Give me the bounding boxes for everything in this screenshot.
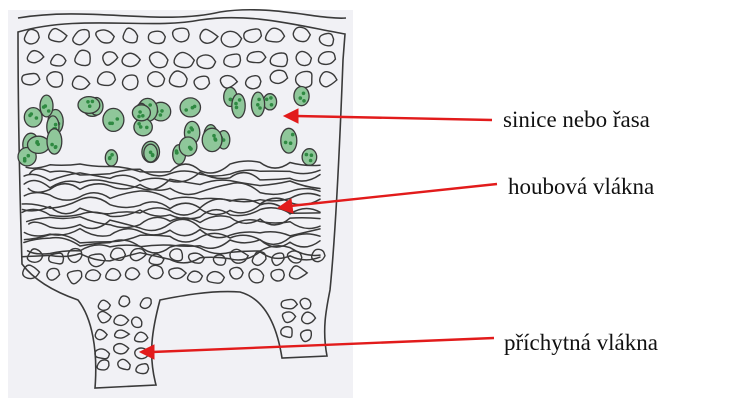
algal-cell-dot	[159, 113, 163, 117]
algal-cell-dot	[284, 141, 288, 145]
algal-cell-dot	[160, 109, 164, 113]
algal-cell-dot	[116, 117, 120, 121]
algal-cell	[294, 87, 309, 106]
algal-cell-dot	[310, 153, 314, 157]
algal-cell-dot	[184, 108, 188, 112]
algal-cell-dot	[88, 104, 92, 108]
algal-cell-dot	[28, 114, 32, 118]
algal-cell-dot	[54, 145, 58, 149]
label-rhizines: příchytná vlákna	[504, 331, 658, 354]
algal-cell-dot	[265, 98, 269, 102]
algal-cell-dot	[86, 100, 90, 104]
algal-cell-dot	[234, 102, 238, 106]
algal-cell-dot	[23, 157, 27, 161]
algal-cell-dot	[47, 109, 51, 113]
algal-cell-dot	[302, 92, 306, 96]
algal-cell-dot	[269, 96, 273, 100]
algal-cell-dot	[110, 153, 114, 157]
algal-cell-dot	[27, 154, 31, 158]
algal-cell-dot	[138, 110, 142, 114]
algal-cell-dot	[137, 122, 141, 126]
algal-cell-dot	[42, 105, 46, 109]
algal-cell-dot	[193, 105, 197, 109]
algal-cell-dot	[289, 141, 293, 145]
algal-cell-dot	[187, 130, 191, 134]
algal-cell	[302, 149, 317, 166]
algal-cell-dot	[188, 146, 192, 150]
algal-cell-dot	[175, 151, 179, 155]
algal-cell	[47, 129, 62, 154]
algal-cell-dot	[270, 103, 274, 107]
algal-cell	[179, 137, 197, 156]
algal-cell-dot	[238, 98, 242, 102]
algal-cell-dot	[258, 106, 262, 110]
algal-cell-dot	[151, 153, 155, 157]
algal-cell-dot	[213, 137, 217, 141]
algal-cell	[103, 108, 124, 131]
algal-cell-dot	[309, 159, 313, 163]
algal-cell-dot	[139, 125, 143, 129]
label-fungal-hyphae: houbová vlákna	[508, 175, 654, 198]
algal-cell	[232, 94, 245, 118]
algal-cell-dot	[54, 123, 58, 127]
algal-cell-dot	[108, 156, 112, 160]
algal-cell-dot	[50, 143, 54, 147]
algal-cell-dot	[148, 103, 152, 107]
algal-cell-dot	[291, 133, 295, 137]
algal-cell-dot	[35, 141, 39, 145]
algal-cell-dot	[257, 98, 261, 102]
algal-cell-dot	[235, 106, 239, 110]
algal-cell-dot	[299, 96, 303, 100]
algal-cell-dot	[35, 116, 39, 120]
algal-cell-dot	[302, 99, 306, 103]
algal-cell-dot	[108, 122, 112, 126]
algal-cell	[24, 108, 42, 127]
algal-cell	[281, 128, 297, 153]
label-cyanobacteria-or-alga: sinice nebo řasa	[503, 108, 650, 131]
algal-cell-dot	[256, 103, 260, 107]
algal-cell	[180, 98, 200, 117]
algal-cell-dot	[91, 100, 95, 104]
algal-cell	[202, 128, 222, 151]
algal-cell	[263, 94, 276, 110]
algal-cell-dot	[212, 134, 216, 138]
algal-cell-dot	[141, 114, 145, 118]
algal-cell-dot	[191, 128, 195, 132]
algal-cell-dot	[305, 153, 309, 157]
algal-cell-dot	[137, 115, 141, 119]
algal-cell-dot	[145, 126, 149, 130]
